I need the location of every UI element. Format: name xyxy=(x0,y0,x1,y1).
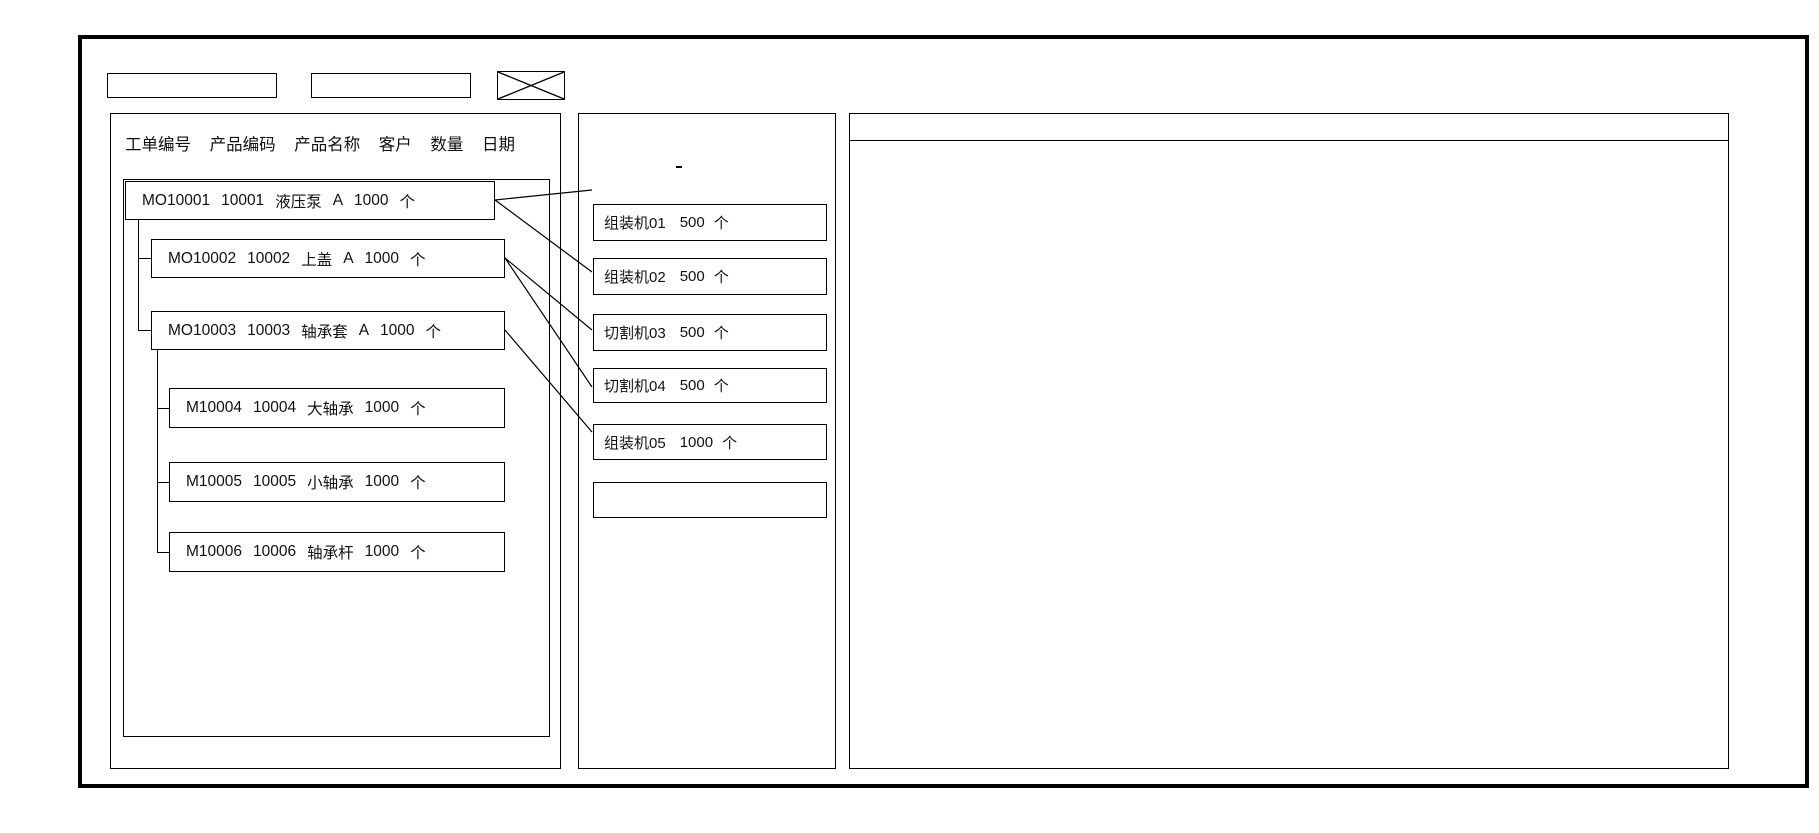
row-product-name: 小轴承 xyxy=(307,475,354,492)
machine-qty: 500 xyxy=(679,377,705,394)
column-header-date: 日期 xyxy=(481,136,515,154)
tree-connector-elbow-row5 xyxy=(157,552,170,553)
row-order-no: MO10001 xyxy=(142,191,211,209)
machine-name: 切割机03 xyxy=(604,325,666,342)
tree-connector-elbow-row2 xyxy=(138,330,152,331)
machine-unit: 个 xyxy=(713,269,729,286)
machine-name: 组装机02 xyxy=(604,269,666,286)
toolbar-text-field-1[interactable] xyxy=(107,73,277,98)
row-quantity: 1000 xyxy=(364,543,400,560)
machine-name: 切割机04 xyxy=(604,378,666,395)
work-order-panel: 工单编号 产品编码 产品名称 客户 数量 日期 MO10001 10001 液压… xyxy=(110,113,561,769)
row-unit: 个 xyxy=(410,545,426,562)
machine-dispatch-item[interactable]: 组装机05 1000 个 xyxy=(593,424,827,460)
row-customer: A xyxy=(332,191,344,209)
column-header-customer: 客户 xyxy=(378,136,412,154)
column-header-product-code: 产品编码 xyxy=(209,136,276,154)
dash-mark-icon xyxy=(676,166,682,168)
row-product-name: 大轴承 xyxy=(307,401,354,418)
machine-dispatch-item[interactable]: 组装机01 500 个 xyxy=(593,204,827,241)
tree-connector-elbow-row3 xyxy=(157,408,170,409)
machine-unit: 个 xyxy=(722,434,738,452)
row-customer: A xyxy=(358,321,370,339)
toolbar-text-field-2[interactable] xyxy=(311,73,471,98)
machine-unit: 个 xyxy=(713,378,729,395)
machine-qty: 500 xyxy=(679,268,705,285)
row-order-no: M10006 xyxy=(186,543,243,560)
tree-connector-elbow-row1 xyxy=(138,258,152,259)
column-header-quantity: 数量 xyxy=(430,136,464,154)
detail-panel xyxy=(849,113,1729,769)
machine-name: 组装机01 xyxy=(604,215,666,232)
work-order-row[interactable]: MO10001 10001 液压泵 A 1000 个 xyxy=(125,181,495,220)
machine-dispatch-item[interactable]: 切割机04 500 个 xyxy=(593,368,827,403)
row-customer: A xyxy=(343,249,354,267)
row-unit: 个 xyxy=(399,193,416,211)
row-order-no: MO10003 xyxy=(168,321,237,339)
row-product-code: 10004 xyxy=(253,399,297,416)
row-unit: 个 xyxy=(410,251,426,269)
row-unit: 个 xyxy=(425,323,442,341)
row-order-no: MO10002 xyxy=(168,249,237,267)
machine-name: 组装机05 xyxy=(604,434,666,452)
row-product-name: 液压泵 xyxy=(275,193,322,211)
row-product-code: 10002 xyxy=(247,249,291,267)
machine-dispatch-item[interactable]: 组装机02 500 个 xyxy=(593,258,827,295)
row-product-name: 上盖 xyxy=(301,251,333,269)
machine-dispatch-item[interactable]: 切割机03 500 个 xyxy=(593,314,827,351)
row-product-code: 10003 xyxy=(247,321,291,339)
row-order-no: M10005 xyxy=(186,473,243,490)
row-product-code: 10006 xyxy=(253,543,297,560)
tree-connector-vertical-root-2 xyxy=(138,220,139,331)
row-unit: 个 xyxy=(410,401,426,418)
row-quantity: 1000 xyxy=(354,191,389,209)
row-quantity: 1000 xyxy=(364,473,400,490)
row-quantity: 1000 xyxy=(364,399,400,416)
row-product-name: 轴承套 xyxy=(301,323,348,341)
row-product-code: 10005 xyxy=(253,473,297,490)
work-order-row[interactable]: MO10002 10002 上盖 A 1000 个 xyxy=(151,239,505,278)
work-order-row[interactable]: MO10003 10003 轴承套 A 1000 个 xyxy=(151,311,505,350)
machine-qty: 500 xyxy=(679,324,705,341)
machine-qty: 500 xyxy=(679,214,705,231)
work-order-row[interactable]: M10005 10005 小轴承 1000 个 xyxy=(169,462,505,502)
work-order-table-header: 工单编号 产品编码 产品名称 客户 数量 日期 xyxy=(111,132,560,158)
machine-dispatch-item-empty[interactable] xyxy=(593,482,827,518)
column-header-order-no: 工单编号 xyxy=(125,136,191,154)
machine-unit: 个 xyxy=(713,215,729,232)
detail-panel-header-divider xyxy=(850,140,1728,141)
row-unit: 个 xyxy=(410,475,426,492)
tree-connector-elbow-row4 xyxy=(157,482,170,483)
row-quantity: 1000 xyxy=(364,249,400,267)
row-quantity: 1000 xyxy=(380,321,415,339)
row-product-name: 轴承杆 xyxy=(307,545,354,562)
column-header-product-name: 产品名称 xyxy=(294,136,361,154)
machine-unit: 个 xyxy=(713,325,729,342)
tree-connector-vertical-sub xyxy=(157,350,158,553)
work-order-row[interactable]: M10004 10004 大轴承 1000 个 xyxy=(169,388,505,428)
machine-dispatch-panel: 组装机01 500 个 组装机02 500 个 切割机03 500 个 切割机0… xyxy=(578,113,836,769)
work-order-row[interactable]: M10006 10006 轴承杆 1000 个 xyxy=(169,532,505,572)
machine-qty: 1000 xyxy=(679,433,714,451)
row-product-code: 10001 xyxy=(221,191,265,209)
row-order-no: M10004 xyxy=(186,399,243,416)
image-placeholder-icon[interactable] xyxy=(497,71,565,100)
